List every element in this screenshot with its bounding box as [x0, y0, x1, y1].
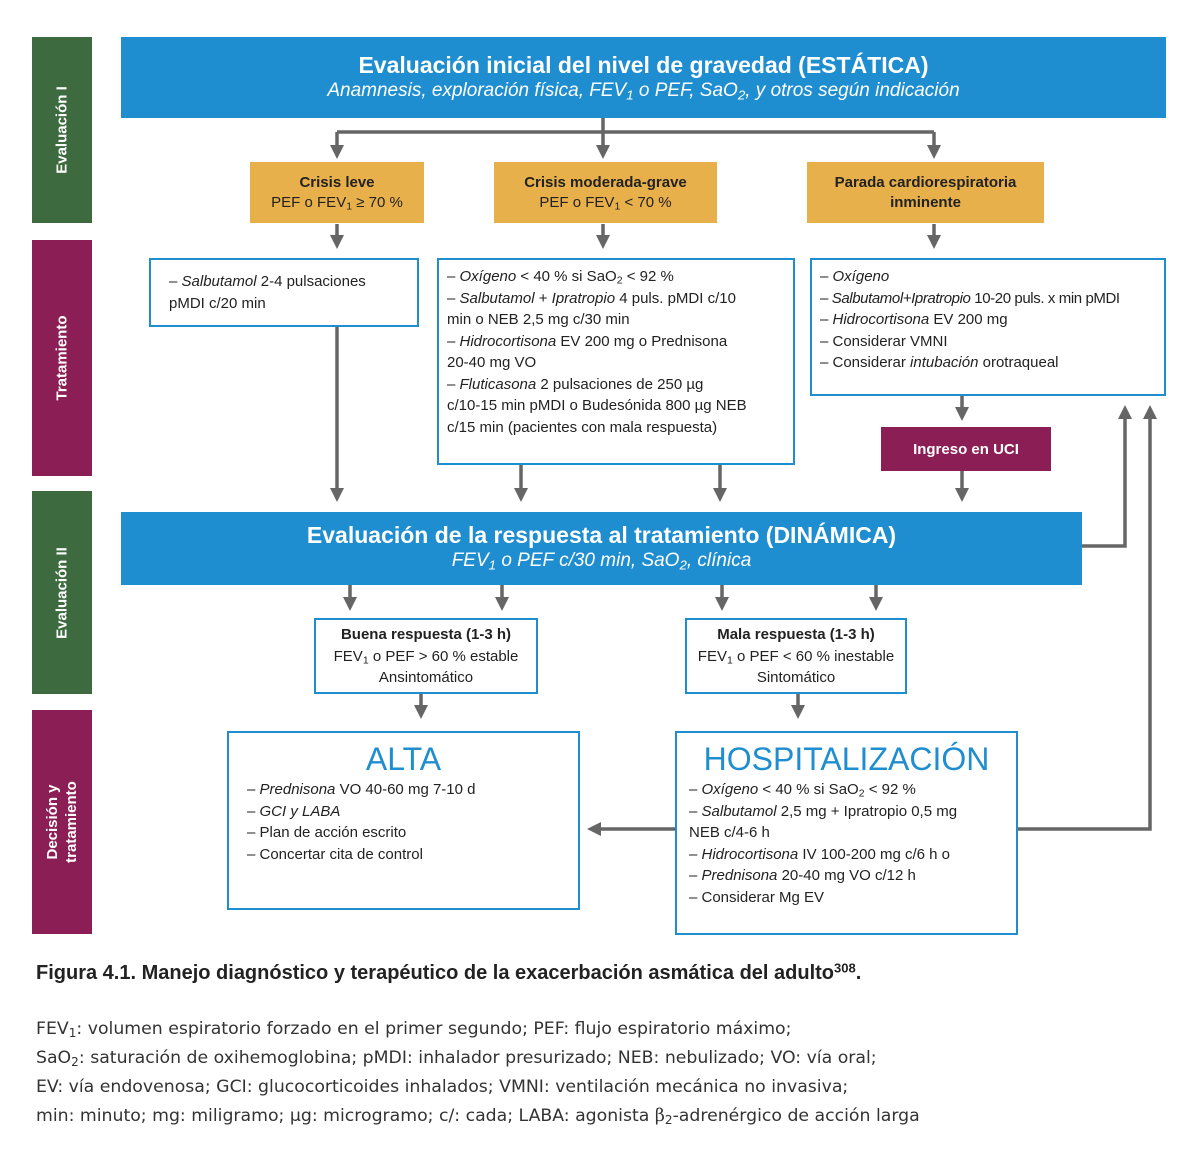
alta-line: – Prednisona VO 40-60 mg 7-10 d	[247, 781, 476, 798]
footnote-line: min: minuto; mg: miligramo; µg: microgra…	[36, 1106, 920, 1128]
crisis-moderada-box: Crisis moderada-grave PEF o FEV1 < 70 %	[494, 162, 717, 223]
buena-respuesta-box: Buena respuesta (1-3 h) FEV1 o PEF > 60 …	[314, 618, 538, 694]
buena-criterion: FEV1 o PEF > 60 % estable	[333, 647, 519, 667]
alta-title: ALTA	[365, 741, 442, 777]
parada-title: Parada cardiorespiratoria	[834, 173, 1017, 191]
treatment-line: – Salbutamol 2-4 pulsaciones	[169, 273, 366, 290]
header-static-evaluation: Evaluación inicial del nivel de gravedad…	[121, 37, 1166, 118]
treatment-line: c/10-15 min pMDI o Budesónida 800 µg NEB	[447, 397, 747, 414]
hospitalizacion-box: HOSPITALIZACIÓN – Oxígeno < 40 % si SaO2…	[675, 731, 1018, 935]
buena-title: Buena respuesta (1-3 h)	[340, 626, 512, 643]
ingreso-uci-box: Ingreso en UCI	[881, 427, 1051, 471]
treatment-line: – Salbutamol+Ipratropio 10-20 puls. x mi…	[820, 289, 1120, 307]
parada-box: Parada cardiorespiratoria inminente	[807, 162, 1044, 223]
treatment-leve-box: – Salbutamol 2-4 pulsaciones pMDI c/20 m…	[149, 258, 419, 327]
alta-line: – GCI y LABA	[247, 802, 341, 820]
hosp-line: – Oxígeno < 40 % si SaO2 < 92 %	[689, 781, 916, 800]
treatment-line: – Considerar VMNI	[820, 332, 948, 350]
parada-title: inminente	[890, 193, 961, 211]
hosp-line: NEB c/4-6 h	[689, 824, 770, 841]
treatment-line: – Considerar intubación orotraqueal	[820, 354, 1059, 371]
alta-line: – Plan de acción escrito	[247, 824, 407, 841]
hosp-line: – Hidrocortisona IV 100-200 mg c/6 h o	[689, 845, 950, 863]
footnote-line: SaO2: saturación de oxihemoglobina; pMDI…	[36, 1048, 877, 1070]
arrow-dynamic-to-treat-parada	[1082, 405, 1132, 548]
treatment-line: pMDI c/20 min	[169, 294, 266, 312]
buena-status: Ansintomático	[378, 669, 474, 686]
treatment-parada-box: – Oxígeno – Salbutamol+Ipratropio 10-20 …	[810, 258, 1166, 396]
header-dynamic-subtitle: FEV1 o PEF c/30 min, SaO2, clínica	[451, 550, 752, 573]
treatment-line: 20-40 mg VO	[447, 354, 537, 371]
treatment-line: – Salbutamol + Ipratropio 4 puls. pMDI c…	[447, 289, 736, 307]
crisis-leve-criterion: PEF o FEV1 ≥ 70 %	[271, 193, 403, 213]
header-dynamic-title: Evaluación de la respuesta al tratamient…	[306, 522, 897, 548]
abbreviations-footnote: FEV1: volumen espiratorio forzado en el …	[36, 1015, 920, 1131]
mala-status: Sintomático	[756, 669, 836, 686]
connector-arrows	[330, 118, 1157, 836]
band-label: Evaluación I	[53, 86, 71, 174]
band-label-line: tratamiento	[63, 781, 80, 863]
treatment-moderada-box: – Oxígeno < 40 % si SaO2 < 92 % – Salbut…	[437, 258, 795, 465]
hosp-line: – Considerar Mg EV	[689, 888, 825, 906]
band-label-line: Decisión y	[44, 784, 61, 860]
mala-title: Mala respuesta (1-3 h)	[717, 626, 875, 643]
figure-caption: Figura 4.1. Manejo diagnóstico y terapéu…	[36, 960, 862, 985]
band-label: Evaluación II	[53, 546, 71, 639]
crisis-leve-title: Crisis leve	[299, 173, 375, 191]
hosp-line: – Prednisona 20-40 mg VO c/12 h	[689, 867, 916, 884]
band-evaluacion-2: Evaluación II	[32, 491, 92, 694]
treatment-line: – Oxígeno < 40 % si SaO2 < 92 %	[447, 268, 674, 287]
mala-respuesta-box: Mala respuesta (1-3 h) FEV1 o PEF < 60 %…	[685, 618, 907, 694]
band-tratamiento: Tratamiento	[32, 240, 92, 476]
treatment-line: – Hidrocortisona EV 200 mg	[820, 311, 1008, 328]
crisis-leve-box: Crisis leve PEF o FEV1 ≥ 70 %	[250, 162, 424, 223]
mala-criterion: FEV1 o PEF < 60 % inestable	[697, 647, 895, 667]
crisis-moderada-title: Crisis moderada-grave	[524, 173, 687, 191]
arrow-hosp-to-treat-parada	[1018, 405, 1157, 831]
treatment-line: – Hidrocortisona EV 200 mg o Prednisona	[447, 332, 728, 350]
hosp-line: – Salbutamol 2,5 mg + Ipratropio 0,5 mg	[689, 802, 958, 820]
treatment-line: – Fluticasona 2 pulsaciones de 250 µg	[447, 375, 704, 393]
treatment-line: – Oxígeno	[820, 268, 890, 285]
header-static-subtitle: Anamnesis, exploración física, FEV1 o PE…	[327, 80, 960, 103]
footnote-line: EV: vía endovenosa; GCI: glucocorticoide…	[36, 1077, 849, 1097]
hospitalizacion-title: HOSPITALIZACIÓN	[703, 741, 990, 777]
band-evaluacion-1: Evaluación I	[32, 37, 92, 223]
band-label: Tratamiento	[53, 315, 71, 401]
alta-line: – Concertar cita de control	[247, 845, 423, 863]
band-label: Decisión y tratamiento	[43, 781, 81, 863]
treatment-line: c/15 min (pacientes con mala respuesta)	[447, 418, 718, 436]
crisis-moderada-criterion: PEF o FEV1 < 70 %	[539, 193, 672, 213]
band-decision: Decisión y tratamiento	[32, 710, 92, 934]
alta-box: ALTA – Prednisona VO 40-60 mg 7-10 d – G…	[227, 731, 580, 910]
header-dynamic-evaluation: Evaluación de la respuesta al tratamient…	[121, 512, 1082, 585]
header-static-title: Evaluación inicial del nivel de gravedad…	[358, 52, 929, 78]
treatment-line: min o NEB 2,5 mg c/30 min	[447, 311, 630, 328]
footnote-line: FEV1: volumen espiratorio forzado en el …	[36, 1019, 792, 1041]
